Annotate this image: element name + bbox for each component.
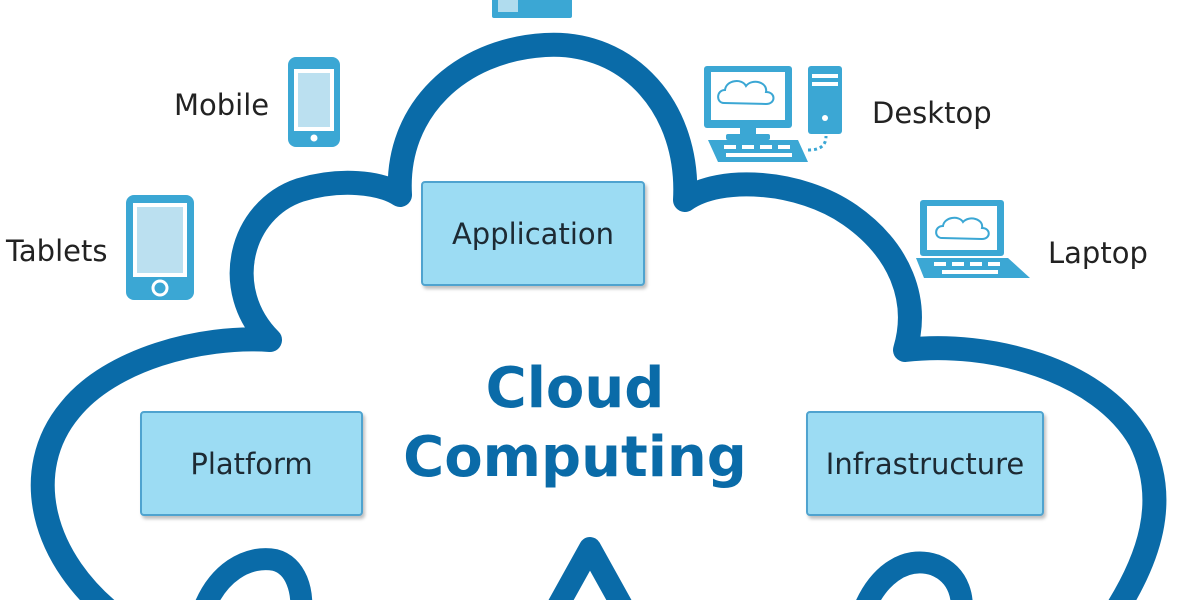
mobile-phone-icon (288, 57, 340, 147)
tablets-label: Tablets (6, 234, 108, 268)
tablet-icon (126, 195, 194, 300)
laptop-icon (916, 200, 1030, 278)
laptop-label: Laptop (1048, 236, 1148, 270)
mobile-label: Mobile (174, 88, 270, 122)
desktop-computer-icon (704, 66, 842, 162)
cloud-bottom-arch-left (195, 548, 313, 600)
application-box: Application (421, 181, 645, 286)
cloud-bottom-arch-center (548, 537, 632, 600)
platform-box: Platform (140, 411, 363, 516)
title-line-1: Cloud (485, 356, 665, 421)
title-line-2: Computing (403, 425, 747, 490)
cloud-bottom-arch-right (856, 551, 973, 600)
infrastructure-box: Infrastructure (806, 411, 1044, 516)
device-icon (492, 0, 572, 18)
desktop-label: Desktop (872, 96, 992, 130)
